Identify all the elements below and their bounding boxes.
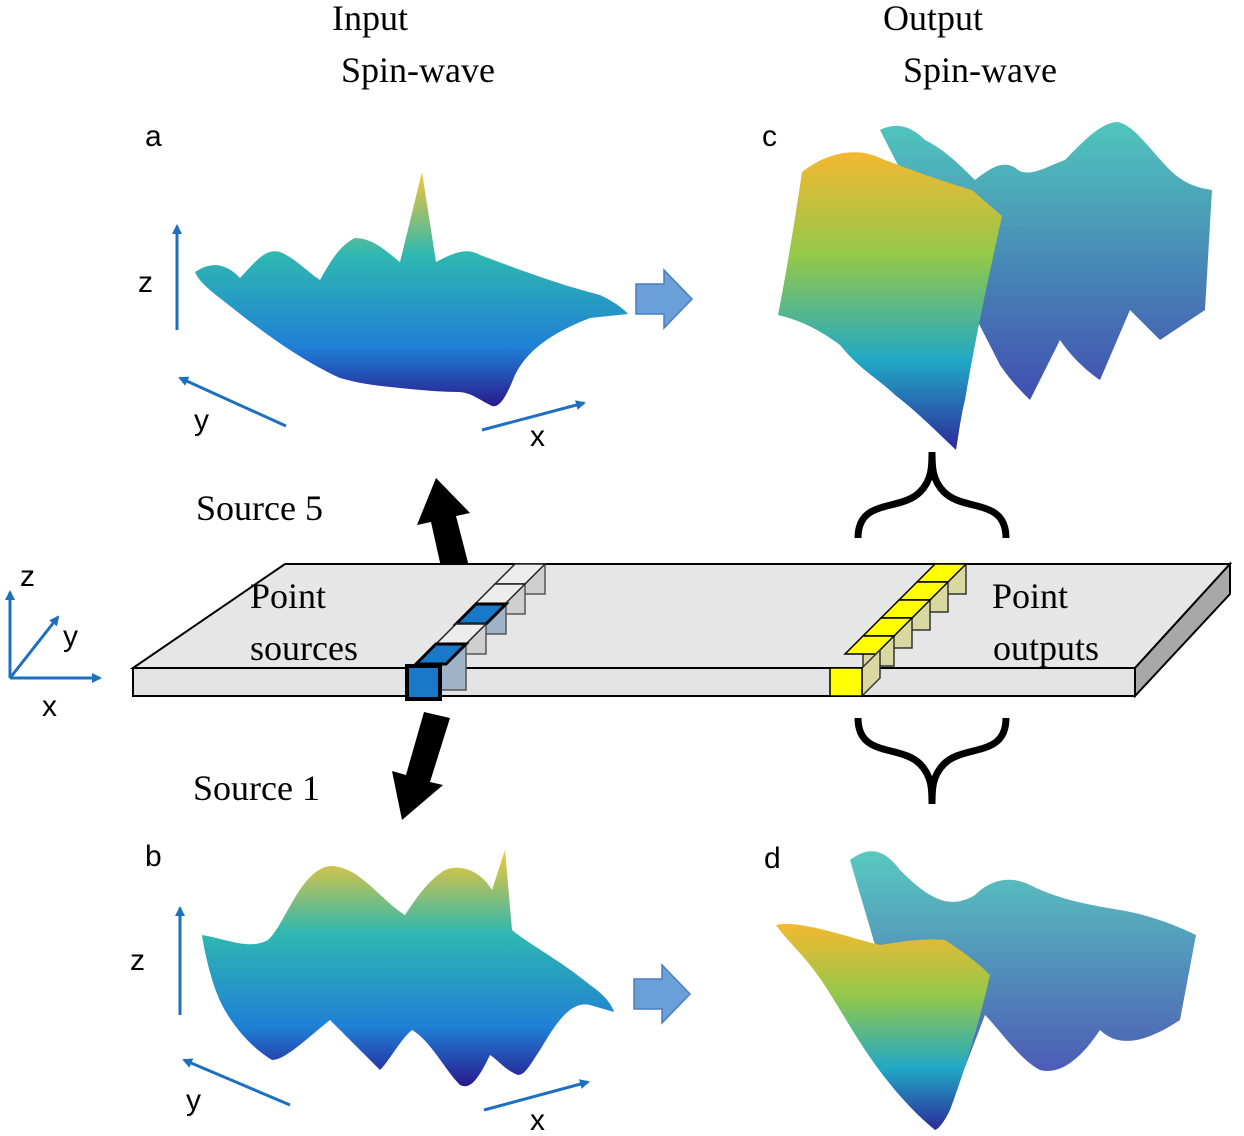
bottom-brace — [854, 717, 1010, 805]
source-bottom-label: Source 1 — [193, 768, 320, 808]
panel-b-y-axis — [182, 1058, 291, 1107]
input-header-line2: Spin-wave — [341, 50, 495, 90]
output-header-line2: Spin-wave — [903, 50, 1057, 90]
source-1-arrow — [392, 712, 450, 820]
panel-a-x-axis — [481, 400, 586, 432]
global-axes: z y x — [4, 560, 102, 723]
global-x-label: x — [42, 690, 57, 723]
panel-c: c — [762, 120, 1212, 451]
source-top-label: Source 5 — [196, 488, 323, 528]
global-y-label: y — [63, 620, 78, 653]
panel-b-x-axis — [483, 1079, 590, 1112]
point-sources-label-line1: Point — [250, 576, 326, 616]
panel-a: a z y x — [138, 120, 628, 453]
panel-a-surface — [195, 172, 628, 407]
panel-b-letter: b — [145, 840, 162, 873]
global-y-axis — [8, 615, 60, 679]
panel-c-letter: c — [762, 120, 777, 153]
output-cell-1 — [829, 635, 896, 698]
slab-front-face — [132, 667, 1136, 697]
source-cell-3 — [452, 602, 510, 635]
output-cells — [829, 563, 968, 698]
panel-a-to-c-arrow — [635, 268, 694, 330]
point-sources-label-line2: sources — [250, 628, 358, 668]
panel-b-to-d-arrow — [633, 963, 692, 1025]
panel-b-surface — [202, 850, 614, 1087]
panel-b: b z y x — [130, 840, 614, 1136]
panel-b-y-label: y — [186, 1084, 201, 1117]
panel-a-z-label: z — [138, 266, 153, 299]
panel-b-x-label: x — [530, 1104, 545, 1136]
global-z-label: z — [20, 560, 35, 593]
panel-a-y-axis — [178, 376, 287, 428]
panel-d-front-surface — [776, 924, 990, 1130]
panel-a-x-label: x — [530, 420, 545, 453]
panel-d-letter: d — [764, 842, 781, 875]
point-outputs-label-line2: outputs — [993, 628, 1099, 668]
panel-d: d — [764, 842, 1196, 1130]
point-outputs-label-line1: Point — [992, 576, 1068, 616]
panel-a-letter: a — [145, 120, 162, 153]
top-brace — [854, 451, 1010, 539]
panel-b-z-label: z — [130, 944, 145, 977]
slab-side-face — [1134, 561, 1231, 699]
source-cell-1 — [405, 642, 470, 701]
panel-c-front-surface — [778, 152, 1002, 451]
input-header-line1: Input — [332, 0, 408, 38]
panel-a-y-label: y — [194, 404, 209, 437]
source-cells — [405, 563, 547, 701]
source-5-arrow — [417, 478, 472, 585]
output-header-line1: Output — [883, 0, 983, 38]
